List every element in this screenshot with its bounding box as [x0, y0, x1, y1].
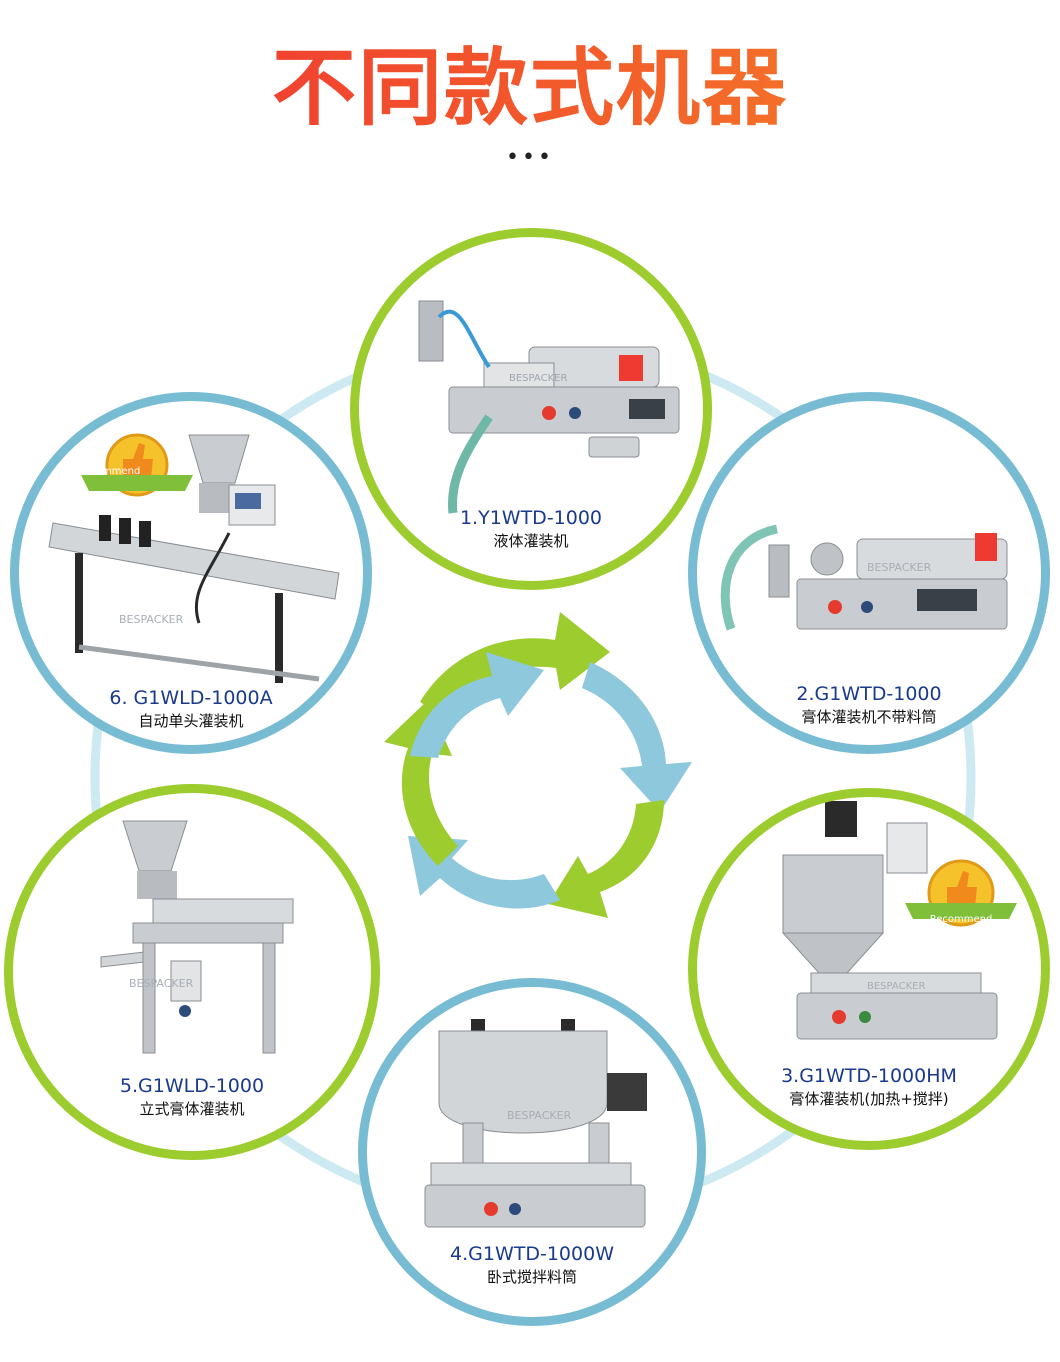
machine-5-model: 5.G1WLD-1000: [119, 1075, 265, 1097]
machine-card-2[interactable]: BESPACKER 2.G1WTD-1000 膏体灌装机不带料筒: [688, 392, 1050, 754]
machine-2-model: 2.G1WTD-1000: [796, 683, 942, 705]
machine-card-6[interactable]: BESPACKER Recommend 6. G1WLD-1000A 自动单头灌…: [10, 392, 372, 754]
machine-4-model: 4.G1WTD-1000W: [450, 1243, 614, 1265]
svg-text:BESPACKER: BESPACKER: [867, 981, 925, 992]
svg-text:BESPACKER: BESPACKER: [507, 1109, 572, 1122]
svg-text:BESPACKER: BESPACKER: [129, 977, 194, 990]
machine-4-desc: 卧式搅拌料筒: [486, 1268, 577, 1286]
machine-3-image: BESPACKER: [781, 801, 998, 1040]
machine-6-image: BESPACKER: [48, 434, 340, 683]
recommend-badge-3: [905, 859, 1017, 927]
title-dots: •••: [506, 145, 554, 170]
cycle-arrow-right-blue: [582, 662, 692, 812]
machine-1-image: BESPACKER: [418, 300, 680, 514]
cycle-arrows: [384, 612, 692, 918]
machine-6-model: 6. G1WLD-1000A: [109, 687, 273, 709]
recommend-badge-6-text: Recommend: [77, 466, 141, 477]
page-title: 不同款式机器: [0, 38, 1060, 138]
machine-4-image: BESPACKER: [424, 1019, 647, 1228]
machine-3-desc: 膏体灌装机(加热+搅拌): [789, 1090, 949, 1108]
machine-6-desc: 自动单头灌装机: [138, 712, 244, 730]
machine-3-model: 3.G1WTD-1000HM: [781, 1065, 957, 1087]
svg-text:BESPACKER: BESPACKER: [119, 613, 184, 626]
machine-1-desc: 液体灌装机: [493, 532, 569, 550]
svg-text:BESPACKER: BESPACKER: [509, 373, 567, 384]
machine-2-desc: 膏体灌装机不带料筒: [801, 708, 937, 726]
svg-text:BESPACKER: BESPACKER: [867, 561, 932, 574]
recommend-badge-6: [81, 433, 193, 497]
machine-card-1[interactable]: BESPACKER 1.Y1WTD-1000 液体灌装机: [350, 228, 712, 590]
machine-card-5[interactable]: BESPACKER 5.G1WLD-1000 立式膏体灌装机: [4, 784, 380, 1160]
cycle-arrow-topleft-blue: [410, 652, 544, 758]
machine-1-model: 1.Y1WTD-1000: [459, 507, 603, 529]
recommend-badge-3-text: Recommend: [929, 914, 993, 925]
machine-2-image: BESPACKER: [720, 524, 1008, 631]
machine-5-desc: 立式膏体灌装机: [139, 1100, 245, 1118]
machine-card-3[interactable]: BESPACKER Recommend 3.G1WTD-1000HM 膏体灌装机…: [688, 788, 1050, 1150]
machine-5-image: BESPACKER: [100, 820, 294, 1054]
machine-card-4[interactable]: BESPACKER 4.G1WTD-1000W 卧式搅拌料筒: [358, 978, 706, 1326]
cycle-arrow-bottomright-green: [548, 800, 664, 918]
